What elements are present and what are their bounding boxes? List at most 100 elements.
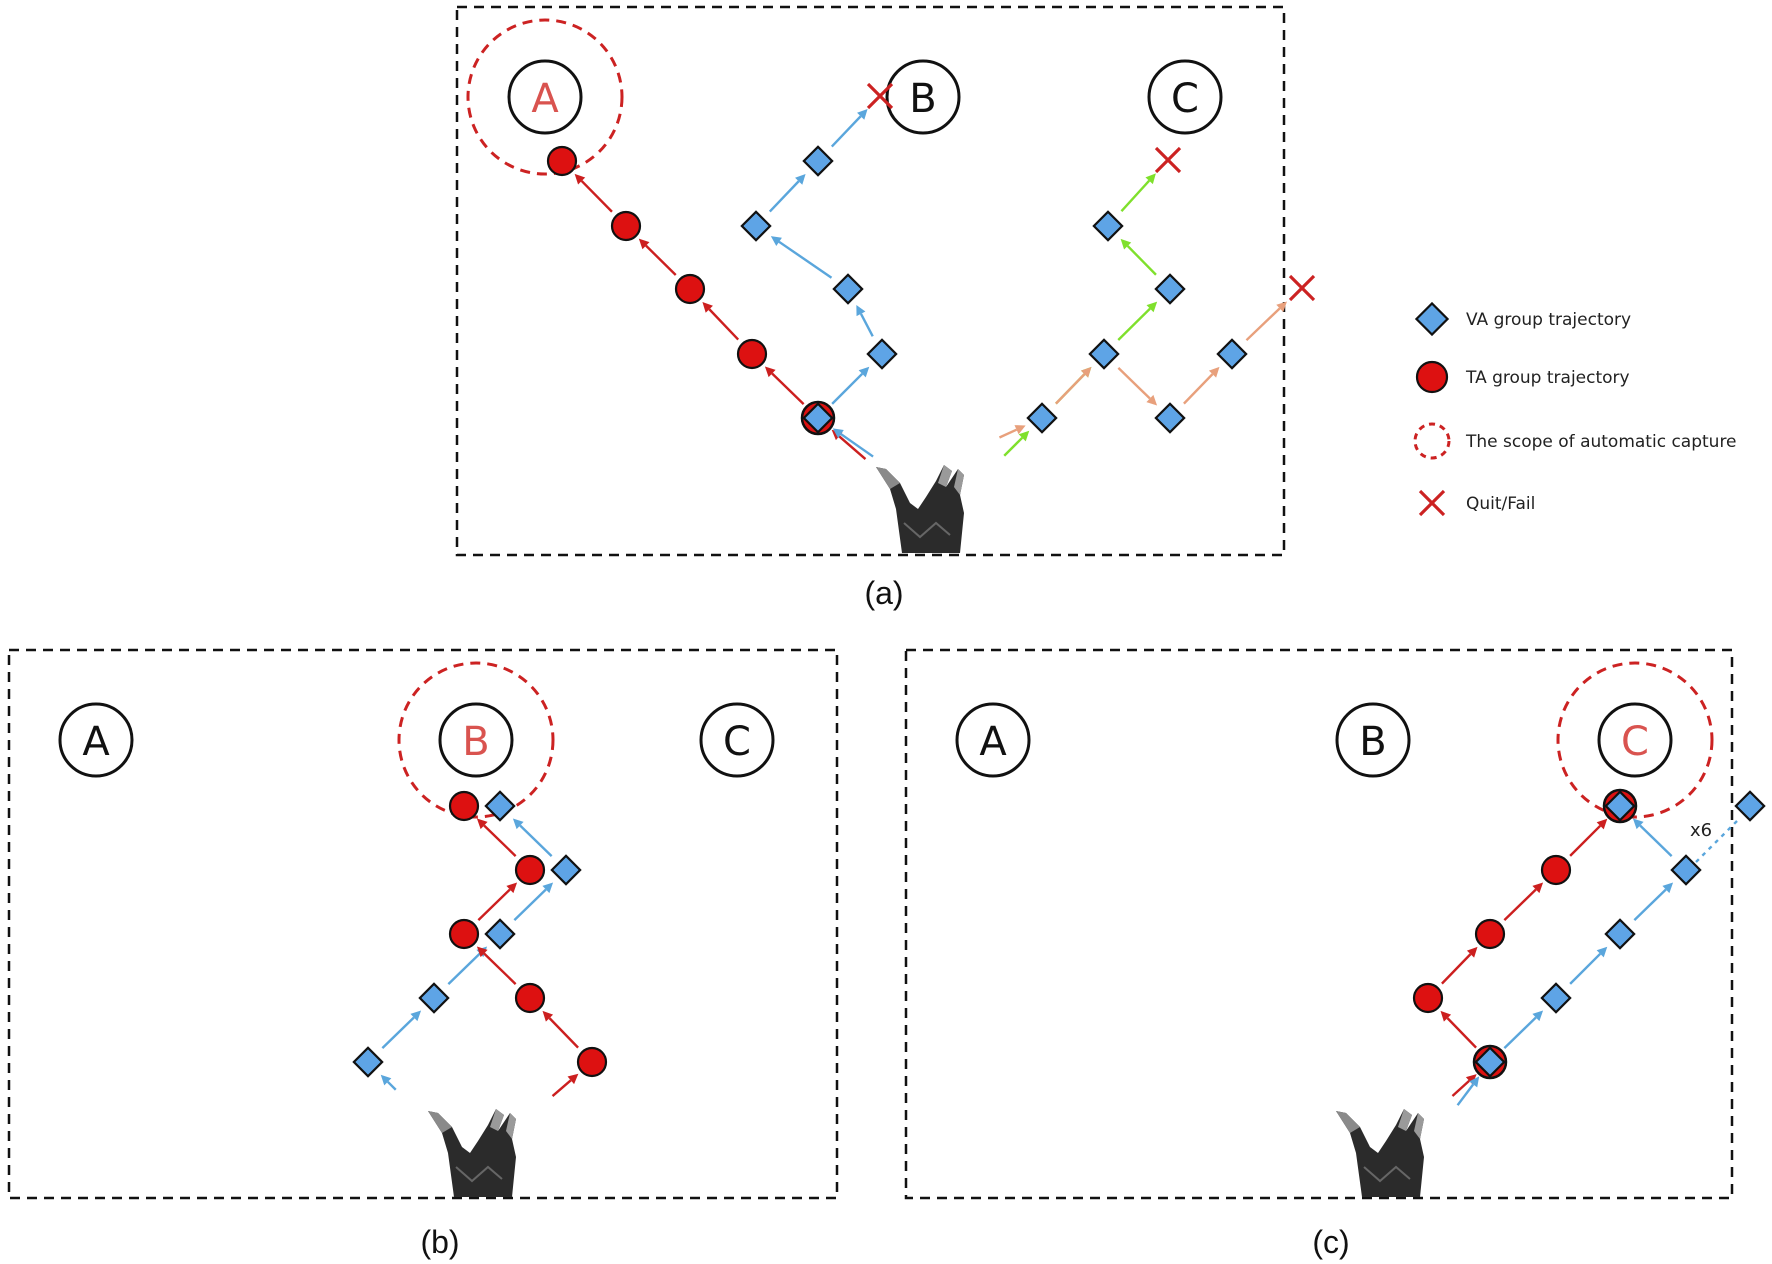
- panel-b-va-point: [484, 790, 516, 822]
- panel-a-ta-point: [610, 210, 642, 242]
- panel-c-ta-arrow: [1441, 946, 1478, 985]
- legend-label-capture: The scope of automatic capture: [1465, 432, 1737, 452]
- panel-c-va-arrow: [1632, 818, 1673, 857]
- panel-a-va-arrow: [768, 174, 806, 213]
- panel-a-green-arrow: [1117, 301, 1158, 341]
- panel-b-ta-point: [576, 1046, 608, 1078]
- panel-b-va-point: [550, 854, 582, 886]
- panel-a-salmon-arrow: [1055, 366, 1092, 405]
- panel-c-va-arrow: [1503, 1010, 1544, 1049]
- panel-a-ta-point: [736, 338, 768, 370]
- panel-b-target-c: C: [723, 719, 751, 765]
- panel-a-salmon-arrow: [1245, 301, 1287, 342]
- legend-cross-icon: [1418, 489, 1446, 517]
- panel-a-fail-salmon: [1288, 274, 1316, 302]
- panel-a-va-point: [802, 145, 834, 177]
- panel-b-ta-point: [514, 854, 546, 886]
- panel-c-targets: A B C: [955, 702, 1673, 778]
- panel-b-target-a: A: [82, 719, 110, 765]
- trajectory-arrows: [380, 109, 1741, 1106]
- panel-c-repeat-dotted-line: [1695, 817, 1741, 863]
- panel-b-ta-point: [514, 982, 546, 1014]
- panel-a-va-point: [866, 338, 898, 370]
- panel-a-robot-hand-icon: [875, 464, 965, 554]
- panel-c-va-point: [1670, 854, 1702, 886]
- panel-b-ta-point: [448, 918, 480, 950]
- panel-a-green-arrow: [1120, 238, 1157, 276]
- panel-a-target-a: A: [531, 76, 559, 122]
- panel-c-ta-arrow: [1451, 1074, 1477, 1097]
- panel-a-va-point: [1154, 273, 1186, 305]
- panel-b-target-b: B: [462, 719, 489, 765]
- panel-a-salmon-arrow: [1117, 367, 1158, 406]
- panel-c-ta-point: [1474, 918, 1506, 950]
- panel-c-caption: (c): [1312, 1224, 1349, 1260]
- panel-a-ta-arrow: [574, 173, 613, 213]
- legend-label-fail: Quit/Fail: [1466, 494, 1535, 514]
- panel-c-va-arrow: [1456, 1076, 1480, 1106]
- trajectory-markers: [352, 82, 1766, 1080]
- panel-c-frame: [904, 648, 1734, 1200]
- panel-a-va-point: [1092, 210, 1124, 242]
- panel-b-va-arrow: [513, 882, 554, 921]
- legend-diamond-icon: [1414, 301, 1450, 337]
- panel-c-ta-arrow: [1503, 882, 1544, 921]
- panel-b-va-arrow: [381, 1010, 422, 1049]
- panel-c-end-point-va: [1604, 790, 1636, 822]
- panel-a-va-arrow: [770, 236, 833, 279]
- panel-c-ta-arrow: [1569, 818, 1608, 857]
- panel-a-frame: [455, 5, 1286, 557]
- panel-c-target-b: B: [1359, 719, 1386, 765]
- panel-c-va-arrow: [1569, 946, 1608, 985]
- panel-b-targets: A B C: [58, 702, 775, 778]
- panel-b-ta-arrow: [551, 1073, 579, 1097]
- panel-c-ta-arrow: [1440, 1010, 1477, 1049]
- panel-c-va-arrow: [1633, 882, 1674, 921]
- panel-b-ta-arrow: [476, 818, 517, 857]
- legend-dashed-circle-icon: [1413, 422, 1451, 460]
- panel-a-fail-b: [866, 82, 894, 110]
- panel-b-va-point: [484, 918, 516, 950]
- panel-a-va-point: [740, 210, 772, 242]
- panel-c-target-c: C: [1621, 719, 1649, 765]
- panel-b-ta-arrow: [477, 882, 518, 921]
- legend: VA group trajectory TA group trajectory …: [1413, 301, 1737, 517]
- legend-label-va: VA group trajectory: [1466, 310, 1631, 330]
- panel-b-va-point: [352, 1046, 384, 1078]
- panel-a-va-arrow: [830, 109, 868, 148]
- panel-a-salmon-arrow: [998, 425, 1026, 439]
- panel-a-va-point: [1026, 402, 1058, 434]
- panel-a-va-point: [1154, 402, 1186, 434]
- panel-a-start-point-va: [802, 402, 834, 434]
- panel-a-capture-scope: [466, 18, 624, 176]
- panel-c-va-point: [1734, 790, 1766, 822]
- panel-b-robot-hand-icon: [427, 1108, 517, 1198]
- panel-b-ta-arrow: [542, 1010, 579, 1049]
- panel-a-va-arrow: [831, 366, 870, 405]
- legend-circle-icon: [1415, 360, 1449, 394]
- panel-b-ta-arrow: [476, 946, 517, 985]
- panel-a-ta-arrow: [764, 366, 805, 405]
- panel-a-ta-arrow: [702, 302, 740, 341]
- panel-b-va-point: [418, 982, 450, 1014]
- panel-a-ta-point: [546, 145, 578, 177]
- panel-a-green-arrow: [1003, 430, 1030, 457]
- panel-c-start-point-va: [1474, 1046, 1506, 1078]
- panel-a-va-point: [1216, 338, 1248, 370]
- panel-a-target-c: C: [1171, 76, 1199, 122]
- panel-a-caption: (a): [864, 575, 903, 611]
- panel-a-fail-c-green: [1154, 146, 1182, 174]
- panel-a-green-arrow: [1120, 173, 1156, 213]
- panel-a-va-arrow: [832, 428, 874, 458]
- panel-c-robot-hand-icon: [1335, 1108, 1425, 1198]
- legend-label-ta: TA group trajectory: [1465, 368, 1630, 388]
- panel-a-va-point: [832, 273, 864, 305]
- panel-c-va-point: [1540, 982, 1572, 1014]
- panel-a-salmon-arrow: [1183, 366, 1220, 405]
- panel-c-target-a: A: [979, 719, 1007, 765]
- panel-a-ta-arrow: [638, 238, 677, 276]
- panel-b-va-arrow: [380, 1074, 397, 1091]
- panel-c-multiplier-label: x6: [1690, 820, 1712, 841]
- panel-a-ta-point: [674, 273, 706, 305]
